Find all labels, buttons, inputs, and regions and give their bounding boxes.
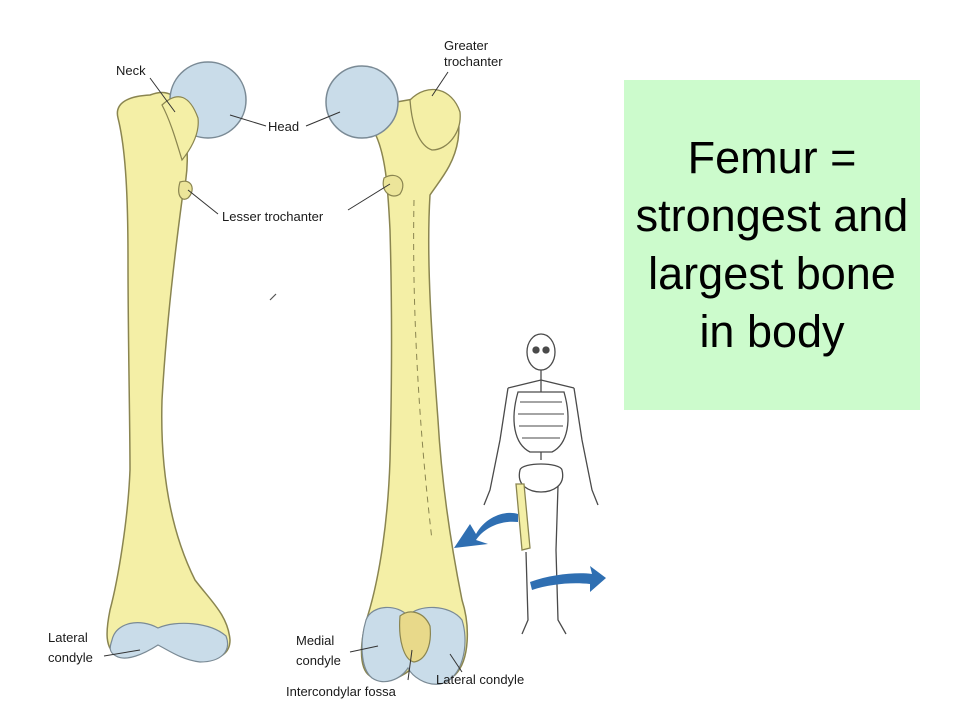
label-greater-trochanter-1: Greater (444, 38, 489, 53)
label-lateral-condyle-left-1: Lateral (48, 630, 88, 645)
skeleton-skull (526, 333, 556, 371)
skeleton-clavicle (507, 379, 575, 389)
skeleton-arm-right (573, 387, 599, 506)
slide-title: Femur = strongest and largest bone in bo… (635, 132, 909, 357)
label-neck: Neck (116, 63, 146, 78)
label-greater-trochanter-2: trochanter (444, 54, 503, 69)
label-medial-condyle-2: condyle (296, 653, 341, 668)
skeleton-figure (483, 333, 599, 635)
skeleton-leg-right (555, 485, 567, 635)
arrow-to-posterior (530, 566, 606, 592)
leader-intercondylar-fossa (407, 649, 413, 681)
label-head: Head (268, 119, 299, 134)
femur-posterior-bone (358, 94, 469, 682)
skeleton-leg-left-lower (521, 551, 529, 635)
label-medial-condyle-1: Medial (296, 633, 334, 648)
label-lateral-condyle-left-2: condyle (48, 650, 93, 665)
femur-posterior-lesser-trochanter (382, 174, 404, 197)
femur-posterior-greater-trochanter (409, 89, 461, 151)
skeleton-femur-highlight (515, 483, 531, 551)
label-lesser-trochanter: Lesser trochanter (222, 209, 324, 224)
labels: Neck Head Greater trochanter Lesser troc… (48, 38, 524, 699)
title-box: Femur = strongest and largest bone in bo… (624, 80, 920, 410)
femur-posterior-intercondylar-fossa (399, 611, 431, 663)
femur-posterior (325, 65, 469, 685)
femur-posterior-head (325, 65, 399, 139)
leader-lesser-trochanter-left (187, 189, 219, 215)
leader-medial-condyle (349, 645, 379, 653)
femur-anterior-condyles (109, 622, 229, 663)
femur-anterior (106, 61, 247, 663)
skeleton-ribcage (513, 391, 569, 453)
femur-anterior-neck (161, 96, 199, 162)
femur-anterior-bone (106, 91, 231, 661)
pointer-arrows (454, 512, 606, 592)
skeleton-ribs (518, 401, 564, 439)
leader-head-left (229, 114, 267, 127)
leader-lesser-trochanter-right (347, 183, 391, 211)
label-intercondylar-fossa: Intercondylar fossa (286, 684, 397, 699)
skeleton-eye-left (532, 346, 540, 354)
skeleton-pelvis (518, 463, 564, 493)
skeleton-arm-left (483, 387, 509, 506)
stray-mark (269, 293, 277, 301)
label-lateral-condyle-right: Lateral condyle (436, 672, 524, 687)
leader-lateral-condyle-left (103, 649, 141, 657)
leader-neck (149, 77, 176, 113)
leader-lateral-condyle-right (449, 653, 463, 673)
arrow-to-anterior (454, 512, 518, 548)
femur-anterior-lesser-trochanter (178, 180, 193, 200)
leader-head-right (305, 111, 341, 127)
leader-greater-trochanter (431, 71, 449, 97)
skeleton-eye-right (542, 346, 550, 354)
leader-lines (103, 71, 463, 681)
